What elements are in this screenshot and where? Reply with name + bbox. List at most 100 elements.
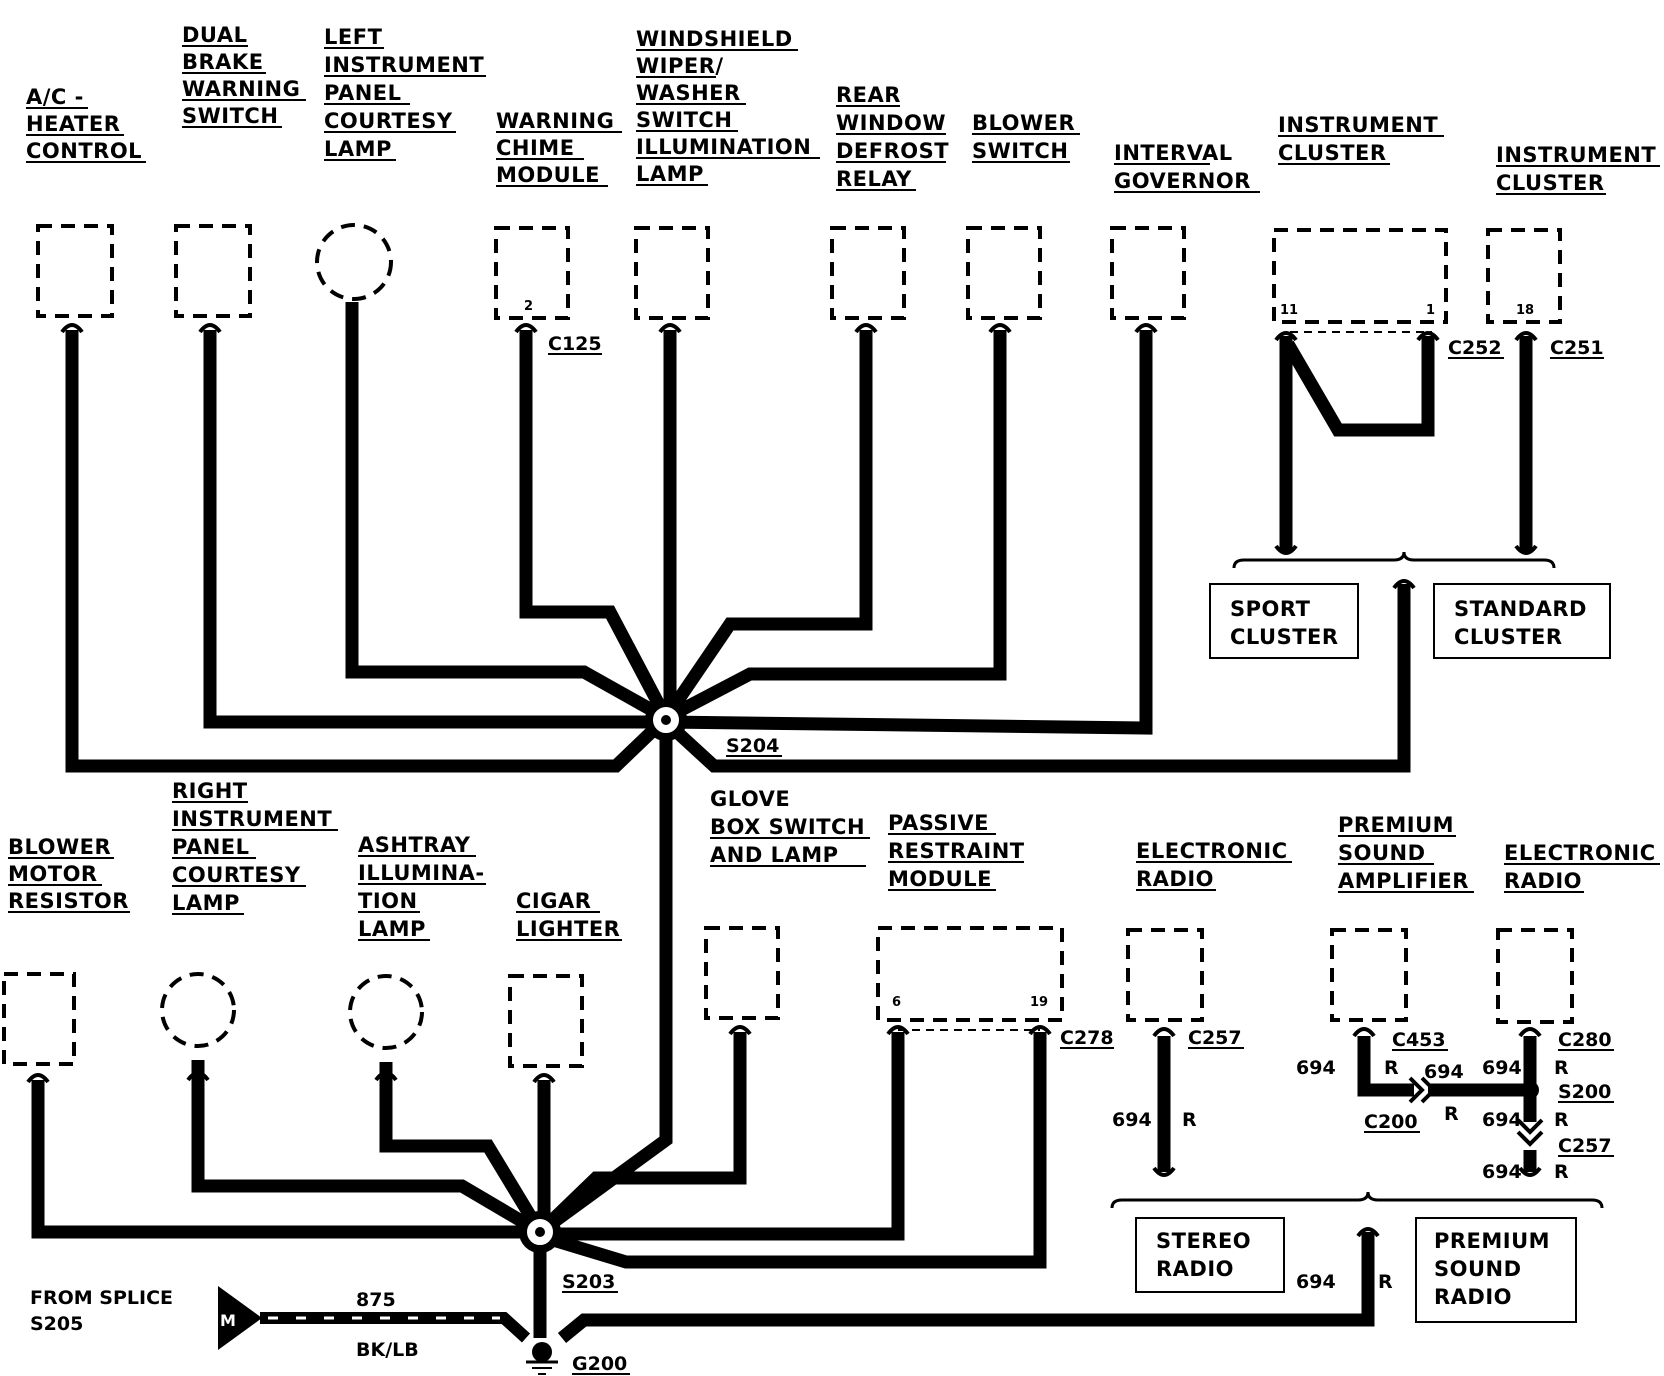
sport-cluster-pin-left: 11	[1280, 303, 1298, 318]
label-passive-restraint-module: PASSIVE RESTRAINT MODULE	[888, 811, 1025, 891]
stereo-radio-option-2: RADIO	[1156, 1257, 1234, 1281]
wire-r-label-5: R	[1554, 1109, 1569, 1131]
ac-heater-control-component	[36, 224, 114, 318]
left-ip-label-3: PANEL	[324, 81, 402, 105]
prm-label-3: MODULE	[888, 867, 992, 891]
wiper-label-4: SWITCH	[636, 108, 732, 132]
radio2-label-2: RADIO	[1504, 869, 1582, 893]
wire-694-label-7: 694	[1296, 1271, 1336, 1293]
blower-motor-resistor-component	[2, 972, 76, 1066]
connector-c200: C200	[1364, 1111, 1418, 1133]
blower-switch-label-1: BLOWER	[972, 111, 1075, 135]
right-ip-label-1: RIGHT	[172, 779, 248, 803]
ashtray-label-3: TION	[358, 889, 418, 913]
wire-694-label-5: 694	[1482, 1109, 1522, 1131]
instrument-cluster-sport-component	[1272, 228, 1448, 324]
bmr-label-1: BLOWER	[8, 835, 111, 859]
dual-brake-switch-component	[174, 224, 252, 318]
electronic-radio-1-component	[1126, 928, 1204, 1022]
cluster-sport-label-1: INSTRUMENT	[1278, 113, 1438, 137]
sport-cluster-option-box	[1209, 583, 1359, 659]
prm-pin-left: 6	[892, 995, 901, 1010]
dual-brake-label-3: WARNING	[182, 77, 300, 101]
wiper-label-6: LAMP	[636, 162, 704, 186]
ac-heater-control-label-1: A/C -	[26, 85, 84, 109]
connector-c251: C251	[1550, 337, 1604, 359]
wire-694-label-6: 694	[1482, 1161, 1522, 1183]
left-ip-courtesy-lamp-bulb	[315, 223, 393, 301]
wire-r-label-7: R	[1378, 1271, 1393, 1293]
blower-switch-label-2: SWITCH	[972, 139, 1068, 163]
ashtray-label-1: ASHTRAY	[358, 833, 471, 857]
label-blower-switch: BLOWER SWITCH	[972, 111, 1080, 163]
label-ashtray-illumination-lamp: ASHTRAY ILLUMINA- TION LAMP	[358, 833, 486, 941]
label-blower-motor-resistor: BLOWER MOTOR RESISTOR	[8, 835, 130, 913]
defrost-label-4: RELAY	[836, 167, 912, 191]
right-ip-label-2: INSTRUMENT	[172, 807, 332, 831]
chime-label-2: CHIME	[496, 136, 575, 160]
right-ip-courtesy-lamp-bulb	[160, 972, 236, 1048]
instrument-cluster-standard-component	[1486, 228, 1562, 324]
glove-label-1: GLOVE	[710, 787, 790, 811]
cluster-std-label-2: CLUSTER	[1496, 171, 1605, 195]
splice-s200-label: S200	[1558, 1081, 1611, 1103]
standard-cluster-option-box	[1433, 583, 1611, 659]
psa-label-1: PREMIUM	[1338, 813, 1454, 837]
splice-s200	[1521, 1081, 1539, 1099]
connector-terminals-top	[60, 323, 1538, 590]
label-right-ip-courtesy-lamp: RIGHT INSTRUMENT PANEL COURTESY LAMP	[172, 779, 338, 915]
connector-c280: C280	[1558, 1029, 1612, 1051]
wire-694-label-3: 694	[1424, 1061, 1464, 1083]
premium-radio-option-2: SOUND	[1434, 1257, 1522, 1281]
wiper-label-2: WIPER/	[636, 54, 724, 78]
wiper-label-5: ILLUMINATION	[636, 135, 811, 159]
label-wiper-washer-switch: WINDSHIELD WIPER/ WASHER SWITCH ILLUMINA…	[636, 27, 820, 186]
connector-m-symbol	[218, 1286, 262, 1350]
ashtray-illumination-lamp-bulb	[348, 974, 424, 1050]
stereo-radio-option-box	[1135, 1217, 1285, 1293]
psa-label-2: SOUND	[1338, 841, 1426, 865]
stereo-radio-option-1: STEREO	[1156, 1229, 1251, 1253]
wire-bklb-label: BK/LB	[356, 1339, 419, 1361]
label-interval-governor: INTERVAL GOVERNOR	[1114, 141, 1260, 193]
wire-694-label-2: 694	[1296, 1057, 1336, 1079]
bmr-label-2: MOTOR	[8, 862, 98, 886]
glove-label-3: AND LAMP	[710, 843, 839, 867]
connector-c252: C252	[1448, 337, 1502, 359]
defrost-label-2: WINDOW	[836, 111, 946, 135]
wiper-label-3: WASHER	[636, 81, 741, 105]
cigar-label-2: LIGHTER	[516, 917, 620, 941]
from-splice-label-2: S205	[30, 1313, 83, 1335]
premium-radio-option-1: PREMIUM	[1434, 1229, 1550, 1253]
ground-g200-label: G200	[572, 1353, 627, 1375]
wire-r-label-2: R	[1384, 1057, 1399, 1079]
wire-694-label-1: 694	[1112, 1109, 1152, 1131]
motor-symbol-letter: M	[220, 1311, 236, 1330]
dual-brake-label-4: SWITCH	[182, 104, 278, 128]
dual-brake-label-1: DUAL	[182, 23, 247, 47]
left-ip-label-2: INSTRUMENT	[324, 53, 484, 77]
prm-pin-right: 19	[1030, 995, 1048, 1010]
glove-box-switch-component	[704, 926, 780, 1020]
ground-g200-symbol	[526, 1342, 558, 1375]
label-premium-sound-amplifier: PREMIUM SOUND AMPLIFIER	[1338, 813, 1474, 893]
top-wire-harness	[65, 302, 1533, 1238]
label-warning-chime-module: WARNING CHIME MODULE	[496, 109, 622, 187]
cigar-label-1: CIGAR	[516, 889, 591, 913]
prm-label-2: RESTRAINT	[888, 839, 1025, 863]
label-instrument-cluster-standard: INSTRUMENT CLUSTER	[1496, 143, 1660, 195]
cigar-lighter-component	[508, 974, 584, 1068]
ac-heater-control-label-2: HEATER	[26, 112, 120, 136]
radio2-label-1: ELECTRONIC	[1504, 841, 1656, 865]
blower-switch-component	[966, 226, 1042, 320]
from-splice-label-1: FROM SPLICE	[30, 1287, 173, 1309]
connector-c257b: C257	[1558, 1135, 1612, 1157]
premium-sound-amplifier-component	[1330, 928, 1408, 1022]
defrost-label-1: REAR	[836, 83, 901, 107]
label-cigar-lighter: CIGAR LIGHTER	[516, 889, 622, 941]
premium-sound-radio-option-box	[1415, 1217, 1577, 1323]
wire-r-label-4: R	[1554, 1057, 1569, 1079]
chime-label-1: WARNING	[496, 109, 614, 133]
rear-defrost-relay-component	[830, 226, 906, 320]
